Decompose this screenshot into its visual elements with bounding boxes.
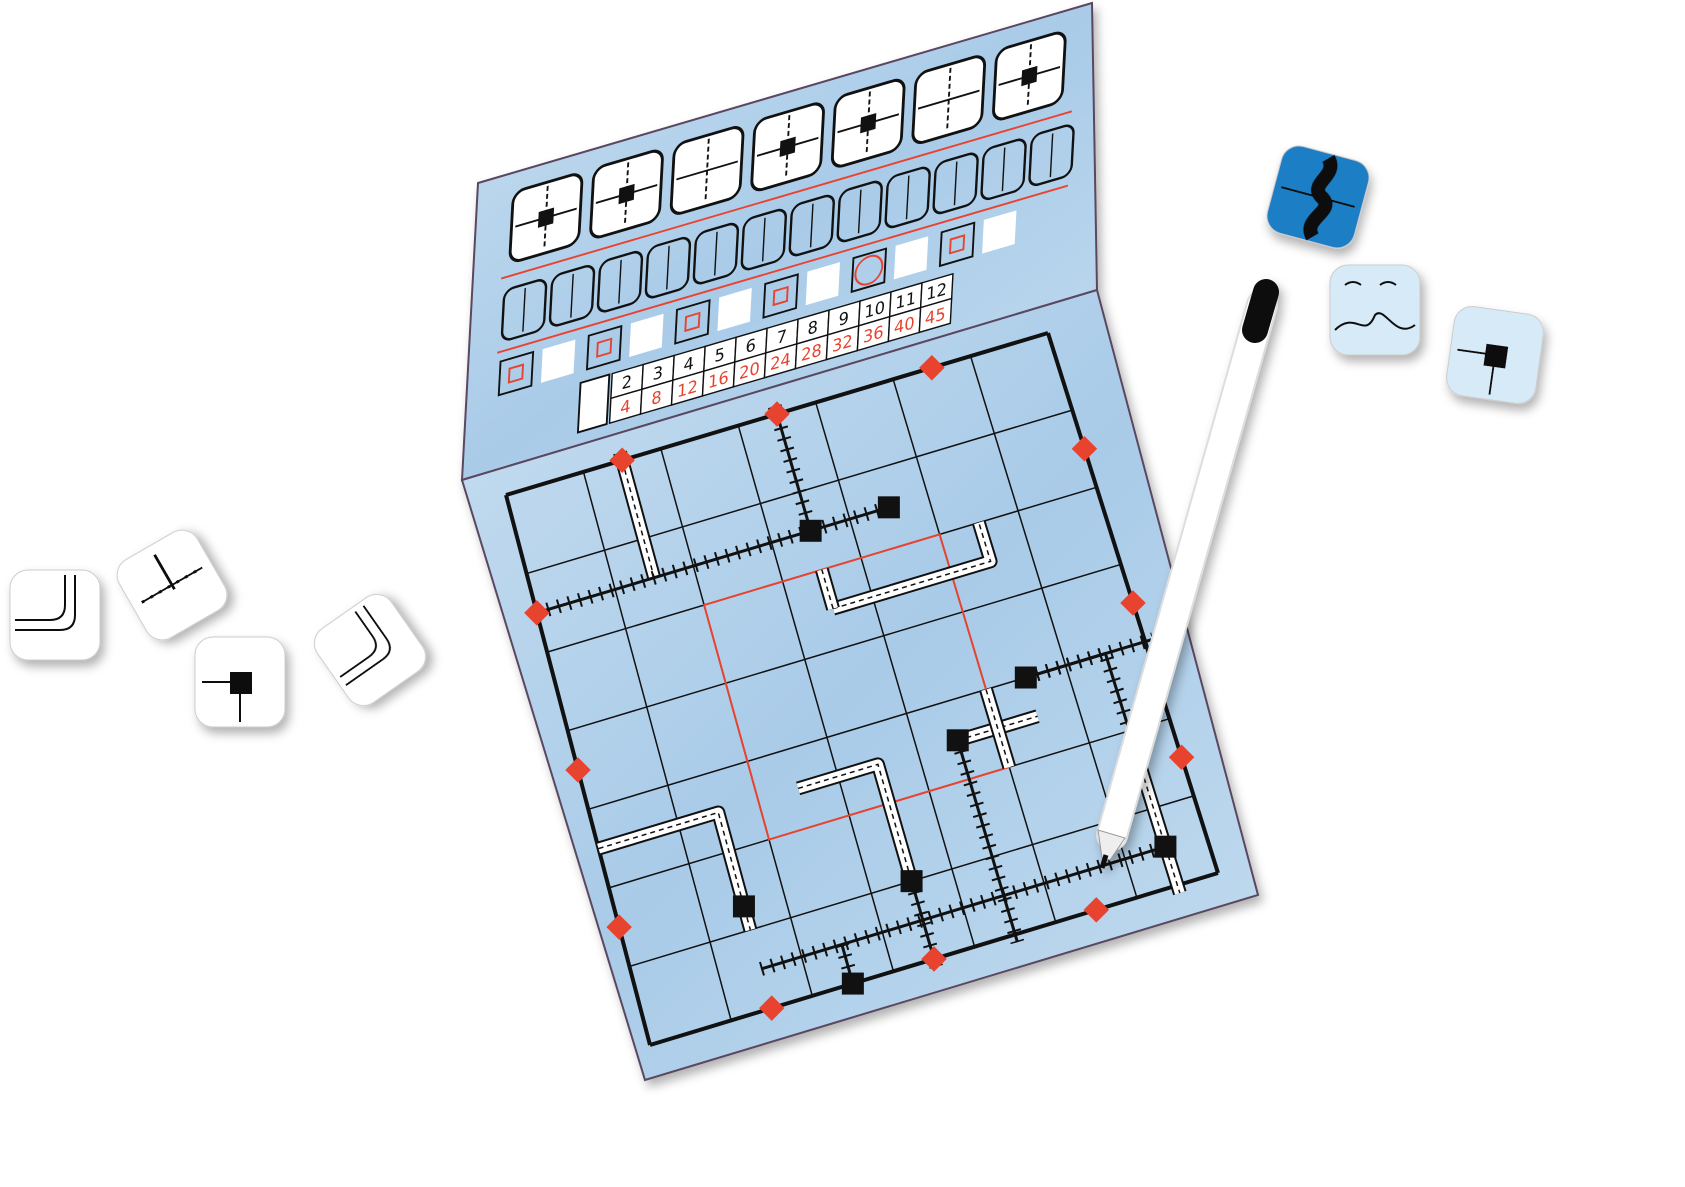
bonus-square-icon (762, 262, 841, 319)
route-points: 12 (677, 376, 699, 402)
route-tile[interactable] (692, 222, 740, 286)
exit-arrow-icon (764, 401, 790, 427)
route-points: 20 (739, 357, 761, 383)
special-tile[interactable] (669, 125, 745, 217)
route-tile[interactable] (1028, 123, 1075, 187)
route-tile[interactable] (548, 264, 596, 328)
route-length: 5 (714, 343, 725, 366)
route-points: 16 (708, 367, 730, 393)
checkbox[interactable] (893, 236, 929, 280)
route-tile[interactable] (740, 208, 787, 272)
road-curve-die[interactable] (9, 569, 101, 661)
grid-line (582, 471, 732, 1021)
dice (9, 142, 1546, 728)
route-tile[interactable] (932, 151, 979, 215)
special-tile[interactable] (992, 30, 1067, 122)
route-tile[interactable] (836, 180, 883, 244)
bonus-rail-icon (674, 287, 752, 345)
river-station-die[interactable] (1444, 304, 1546, 406)
route-points: 24 (770, 348, 792, 374)
route-tile[interactable] (500, 278, 548, 342)
station-icon (877, 496, 900, 519)
route-length: 7 (776, 325, 787, 348)
pen-cap-icon (1242, 279, 1279, 343)
bonus-star-icon (938, 210, 1017, 268)
station-icon (1014, 666, 1037, 689)
grid-line (567, 563, 1122, 732)
checkbox[interactable] (717, 287, 752, 332)
route-points: 36 (862, 321, 884, 347)
route-points: 40 (893, 312, 915, 338)
bonus-arrow-icon (497, 339, 576, 397)
route-tile[interactable] (596, 250, 644, 314)
exit-arrow-icon (565, 757, 591, 783)
railway (956, 739, 1019, 943)
station-icon (841, 972, 864, 995)
river-die-blue[interactable] (1263, 142, 1373, 252)
special-tile[interactable] (589, 148, 664, 240)
railway (760, 894, 1005, 971)
exit-arrow-icon (606, 914, 632, 940)
station-icon (732, 895, 755, 918)
checkbox[interactable] (540, 339, 576, 383)
exit-arrow-icon (921, 946, 947, 972)
checkbox[interactable] (805, 262, 841, 306)
bonus-double-line-icon (585, 313, 664, 371)
railway-ties (904, 879, 943, 969)
route-tile[interactable] (980, 137, 1027, 201)
special-tile[interactable] (830, 77, 906, 169)
route-length: 10 (864, 296, 886, 322)
station-icon (946, 729, 969, 752)
route-points: 4 (620, 395, 631, 418)
route-tile[interactable] (644, 236, 692, 300)
route-length: 9 (838, 307, 849, 330)
route-length: 11 (895, 287, 917, 313)
station-icon (799, 519, 822, 542)
grid-line (814, 402, 976, 947)
checkbox[interactable] (629, 313, 664, 357)
route-length: 2 (621, 371, 632, 394)
route-length: 3 (652, 361, 663, 384)
route-tile[interactable] (788, 194, 835, 258)
railway-ties (534, 524, 813, 620)
route-points: 45 (924, 303, 946, 329)
station-icon (900, 870, 923, 893)
bonus-cross-circle-icon (850, 236, 929, 294)
special-tile[interactable] (508, 172, 584, 264)
special-tile[interactable] (750, 101, 825, 193)
route-points: 8 (651, 386, 662, 409)
route-tile[interactable] (884, 166, 931, 230)
exit-arrow-icon (758, 995, 785, 1021)
exit-arrow-icon (609, 447, 635, 474)
road-curve-double-die[interactable] (307, 587, 432, 712)
route-points: 32 (831, 330, 853, 356)
route-points: 28 (801, 339, 823, 365)
exit-arrow-icon (524, 600, 550, 626)
route-length: 12 (926, 278, 948, 304)
exits (524, 354, 1195, 1021)
exit-arrow-icon (919, 354, 945, 381)
station-die[interactable] (194, 636, 286, 728)
route-length: 8 (807, 316, 818, 339)
station-icon (1154, 835, 1177, 858)
railway (1003, 845, 1166, 898)
route-length: 4 (683, 352, 694, 375)
railway-ties (1023, 632, 1156, 685)
drawn-routes (534, 404, 1187, 995)
marker-pen[interactable] (1096, 279, 1279, 869)
rail-cross-die[interactable] (111, 524, 234, 647)
special-tile[interactable] (911, 54, 987, 146)
lake-die[interactable] (1329, 264, 1421, 356)
grid-line (737, 425, 895, 972)
checkbox[interactable] (982, 210, 1017, 254)
route-length: 6 (745, 334, 756, 357)
